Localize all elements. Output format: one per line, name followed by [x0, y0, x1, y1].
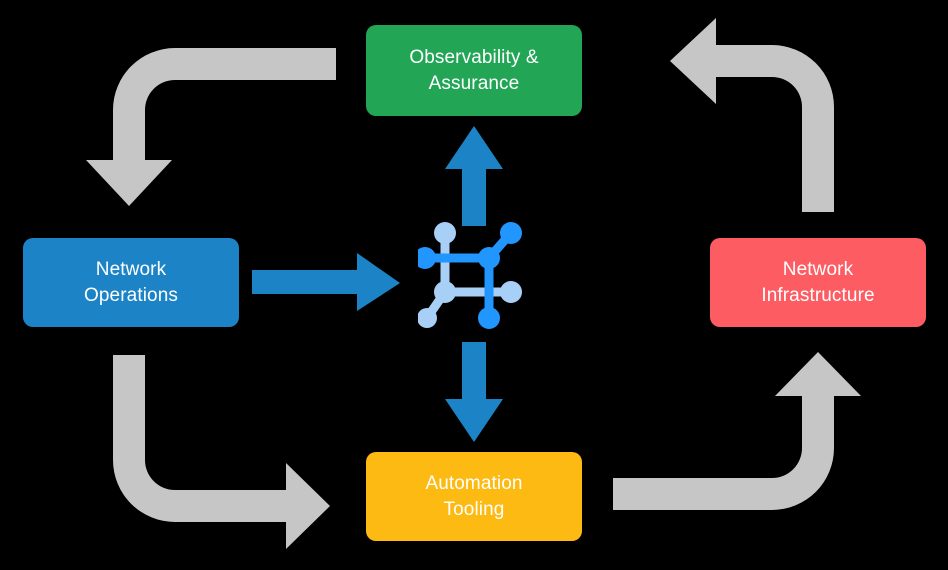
- topology-nodes-bright: [418, 222, 522, 329]
- topology-node-bottom-left: [418, 308, 437, 328]
- topology-node-bottom-middle: [478, 307, 500, 329]
- node-network-infrastructure-label: Network Infrastructure: [761, 259, 875, 306]
- node-observability-label: Observability & Assurance: [409, 47, 539, 94]
- arrow-infrastructure-to-observability: [670, 18, 834, 212]
- arrow-operations-to-center: [252, 253, 400, 311]
- node-network-infrastructure[interactable]: Network Infrastructure: [710, 238, 926, 327]
- arrow-observability-to-operations: [86, 48, 336, 206]
- topology-node-right-middle: [500, 281, 522, 303]
- arrow-automation-to-infrastructure: [613, 352, 861, 510]
- topology-nodes-light: [418, 222, 522, 328]
- topology-node-top-hub: [478, 247, 500, 269]
- arrow-center-to-automation: [445, 342, 503, 442]
- topology-node-bottom-hub: [434, 281, 456, 303]
- node-network-operations[interactable]: Network Operations: [23, 238, 239, 327]
- topology-node-top-right: [500, 222, 522, 244]
- topology-node-left-middle: [418, 247, 436, 269]
- network-topology-icon: [418, 222, 522, 329]
- node-observability-assurance[interactable]: Observability & Assurance: [366, 25, 582, 116]
- node-automation-tooling[interactable]: Automation Tooling: [366, 452, 582, 541]
- node-automation-tooling-label: Automation Tooling: [425, 473, 523, 520]
- topology-node-top-left: [434, 222, 456, 244]
- arrow-operations-to-automation: [113, 355, 330, 549]
- node-network-operations-label: Network Operations: [84, 259, 178, 306]
- arrow-center-to-observability: [445, 126, 503, 226]
